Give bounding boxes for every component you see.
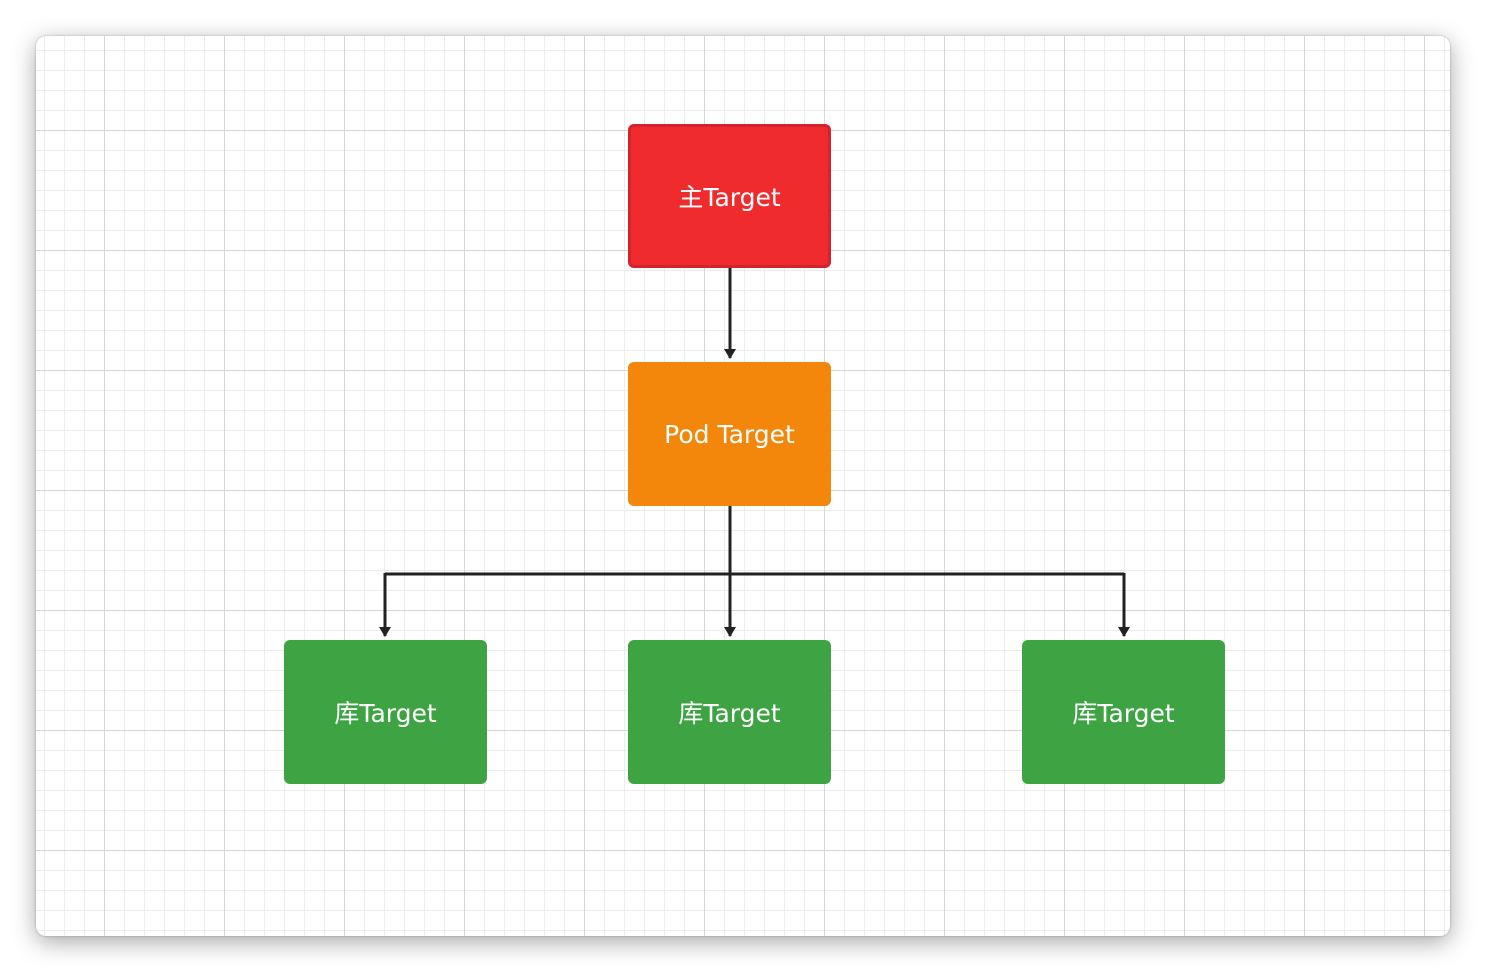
library-target-label: 库Target (334, 699, 437, 728)
library-target-label: 库Target (1072, 699, 1175, 728)
main-target-label: 主Target (678, 183, 781, 212)
pod-target-node[interactable]: Pod Target (628, 362, 831, 506)
library-target-node-1[interactable]: 库Target (284, 640, 487, 784)
main-target-node[interactable]: 主Target (628, 124, 831, 268)
pod-target-label: Pod Target (664, 419, 795, 449)
library-target-node-2[interactable]: 库Target (628, 640, 831, 784)
library-target-label: 库Target (678, 699, 781, 728)
library-target-node-3[interactable]: 库Target (1022, 640, 1225, 784)
